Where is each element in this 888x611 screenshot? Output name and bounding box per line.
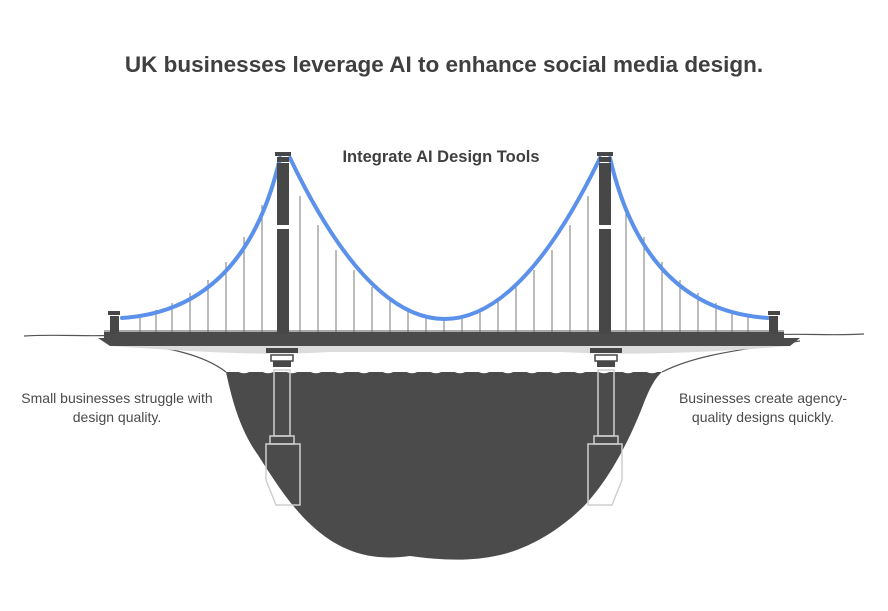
right-anchor-post <box>768 311 780 334</box>
left-pier <box>265 348 301 506</box>
diagram-title: UK businesses leverage AI to enhance soc… <box>124 52 764 77</box>
river-basin <box>226 372 662 560</box>
deck-shadow <box>110 346 790 354</box>
right-pier <box>587 348 623 506</box>
water-surface <box>225 368 659 374</box>
bridge-deck <box>104 332 784 338</box>
main-cable-center-span <box>288 156 602 321</box>
right-tower <box>597 152 613 334</box>
left-anchor-post <box>108 311 120 334</box>
bridge-deck-underside <box>98 338 800 346</box>
bridge-label-integrate-ai: Integrate AI Design Tools <box>342 148 540 166</box>
main-cable-right-span <box>608 156 770 320</box>
left-tower <box>275 152 291 334</box>
left-shore-label: Small businesses struggle with design qu… <box>21 390 213 425</box>
main-cable-left-span <box>120 156 282 320</box>
right-shore-label: Businesses create agency-quality designs… <box>678 390 848 425</box>
suspender-cables <box>139 196 749 334</box>
